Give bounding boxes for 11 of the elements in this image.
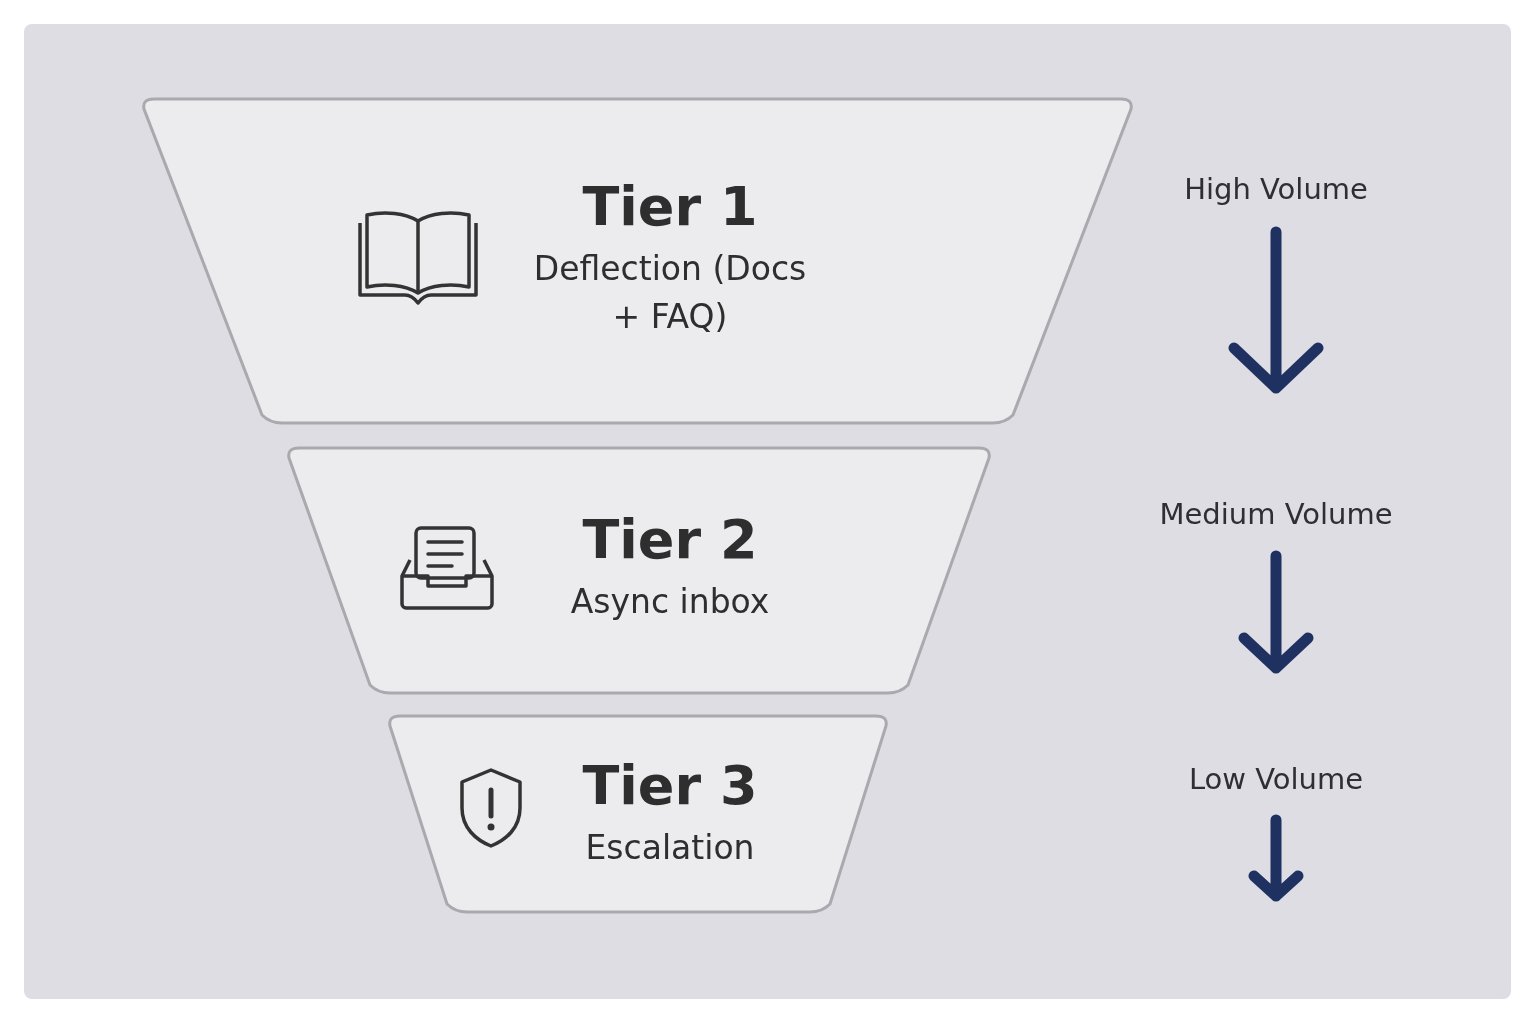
tier-description: Deflection (Docs + FAQ) xyxy=(532,248,808,338)
tier-description: Escalation xyxy=(585,827,755,869)
volume-label: Medium Volume xyxy=(1159,497,1393,531)
volume-label: High Volume xyxy=(1184,172,1368,206)
tier-description: Async inbox xyxy=(570,581,770,623)
volume-label: Low Volume xyxy=(1188,762,1364,796)
tier-heading: Tier 2 xyxy=(582,508,758,572)
tier-heading: Tier 3 xyxy=(582,754,758,818)
funnel-tier xyxy=(285,446,993,695)
funnel-tier xyxy=(140,97,1135,425)
tier-heading: Tier 1 xyxy=(582,175,758,239)
